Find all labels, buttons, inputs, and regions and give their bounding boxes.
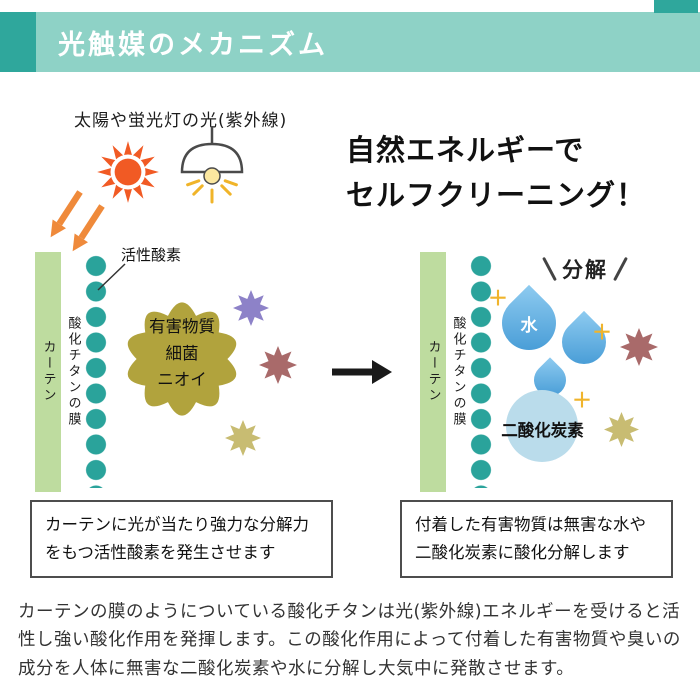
pollutant-line-2: 細菌 [165, 343, 199, 363]
pollutant-line-3: ニオイ [157, 370, 207, 390]
sparkle-icon: ＋ [592, 320, 612, 344]
curtain-strip: カーテン [35, 252, 61, 492]
headline-line1: 自然エネルギーで [346, 133, 585, 167]
pollutant-blob [127, 302, 237, 416]
water-label: 水 [520, 315, 538, 336]
curtain-strip: カーテン [420, 252, 446, 492]
transform-arrow-icon [332, 360, 392, 384]
co2-label: 二酸化炭素 [501, 421, 584, 440]
germ-icon-khaki [604, 412, 639, 447]
film-label-column: 酸化チタンの膜 [61, 252, 85, 492]
germ-icon-purple [233, 290, 269, 326]
titanium-film-label: 酸化チタンの膜 [450, 316, 466, 428]
pollutant-text: 有害物質 細菌 ニオイ [111, 314, 253, 394]
titanium-film-label: 酸化チタンの膜 [65, 316, 81, 428]
curtain-label: カーテン [40, 340, 56, 404]
header-banner: 光触媒のメカニズム [36, 12, 700, 72]
sparkle-icon: ＋ [488, 286, 508, 310]
caption-after-line2: 二酸化炭素に酸化分解します [415, 543, 630, 563]
decompose-label-group: 分解 [542, 254, 628, 284]
caption-before-line2: をもつ活性酸素を発生させます [45, 543, 276, 563]
sparkle-icon: ＋ [572, 388, 592, 412]
diagram-before: カーテン 酸化チタンの膜 活性酸素 有害物質 細菌 ニオイ [35, 246, 320, 492]
page-title: 光触媒のメカニズム [58, 29, 328, 61]
headline-line2: セルフクリーニング！ [346, 177, 647, 212]
curtain-label: カーテン [425, 340, 441, 404]
decompose-slash-right-icon [613, 256, 628, 282]
caption-after-line1: 付着した有害物質は無害な水や [415, 515, 646, 534]
germ-icon-maroon [259, 346, 297, 384]
germ-icon-maroon [620, 328, 658, 366]
banner-accent-right [654, 0, 698, 13]
film-label-column: 酸化チタンの膜 [446, 252, 470, 492]
germ-icon-khaki [225, 420, 261, 456]
pendant-lamp-icon [180, 126, 244, 204]
titanium-dots [85, 254, 107, 488]
banner-accent-left [0, 12, 36, 72]
sun-icon [97, 141, 159, 203]
co2-circle-icon [506, 390, 578, 462]
uv-rays-arrows-icon [50, 190, 105, 252]
caption-before-line1: カーテンに光が当たり強力な分解力 [45, 515, 309, 534]
caption-before: カーテンに光が当たり強力な分解力 をもつ活性酸素を発生させます [30, 500, 333, 579]
caption-after: 付着した有害物質は無害な水や 二酸化炭素に酸化分解します [400, 500, 673, 579]
active-oxygen-label: 活性酸素 [121, 246, 182, 264]
description-paragraph: カーテンの膜のようについている酸化チタンは光(紫外線)エネルギーを受けると活性し… [18, 602, 681, 679]
decompose-slash-left-icon [542, 256, 557, 282]
decompose-label: 分解 [562, 258, 608, 282]
active-oxygen-pointer-line [97, 263, 126, 291]
headline: 自然エネルギーで セルフクリーニング！ [346, 128, 646, 218]
light-source-label: 太陽や蛍光灯の光(紫外線) [74, 111, 288, 131]
pollutant-line-1: 有害物質 [149, 317, 215, 336]
diagram-after: カーテン 酸化チタンの膜 分解 水 ＋ ＋ ＋ 二酸化炭素 [420, 252, 675, 492]
titanium-dots [470, 254, 492, 488]
